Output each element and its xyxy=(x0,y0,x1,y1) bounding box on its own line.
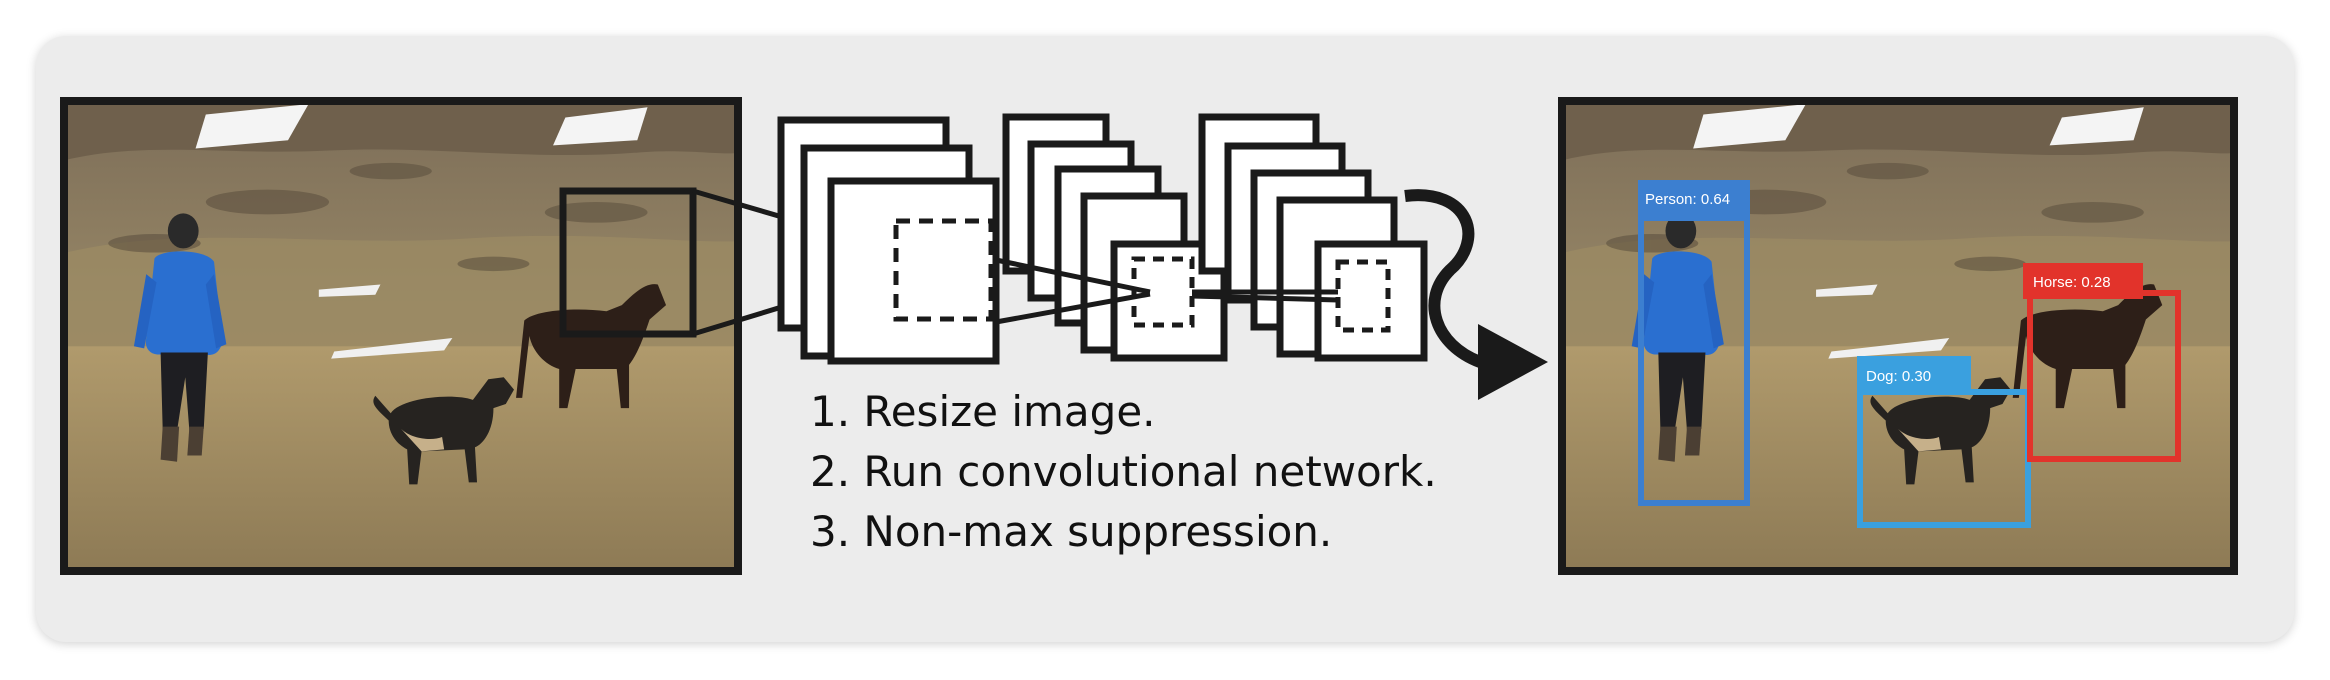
output-arrow xyxy=(1404,189,1548,400)
pipeline-steps: 1. Resize image. 2. Run convolutional ne… xyxy=(810,382,1437,562)
step-nms: 3. Non-max suppression. xyxy=(810,507,1333,556)
step-run-network: 2. Run convolutional network. xyxy=(810,447,1437,496)
horse-label: Horse: 0.28 xyxy=(2033,274,2111,291)
conv-layer-stack-1 xyxy=(777,116,1000,365)
step-resize: 1. Resize image. xyxy=(810,387,1156,436)
projection-lines-2 xyxy=(995,257,1151,325)
projection-lines-3 xyxy=(1191,289,1339,303)
feature-window-2 xyxy=(1131,256,1195,328)
detection-person: Person: 0.64 xyxy=(1638,180,1750,506)
input-crop-window xyxy=(559,187,697,338)
conv-layer-stack-3 xyxy=(1198,113,1428,362)
feature-window-3 xyxy=(1335,259,1391,333)
person-label: Person: 0.64 xyxy=(1645,191,1730,208)
output-image: Person: 0.64 Dog: 0.30 Horse: 0.28 xyxy=(1558,97,2238,575)
detection-dog: Dog: 0.30 xyxy=(1857,356,2031,528)
detection-horse: Horse: 0.28 xyxy=(2023,263,2181,462)
feature-window-1 xyxy=(893,218,994,322)
input-image xyxy=(60,97,742,575)
dog-label: Dog: 0.30 xyxy=(1866,368,1931,385)
